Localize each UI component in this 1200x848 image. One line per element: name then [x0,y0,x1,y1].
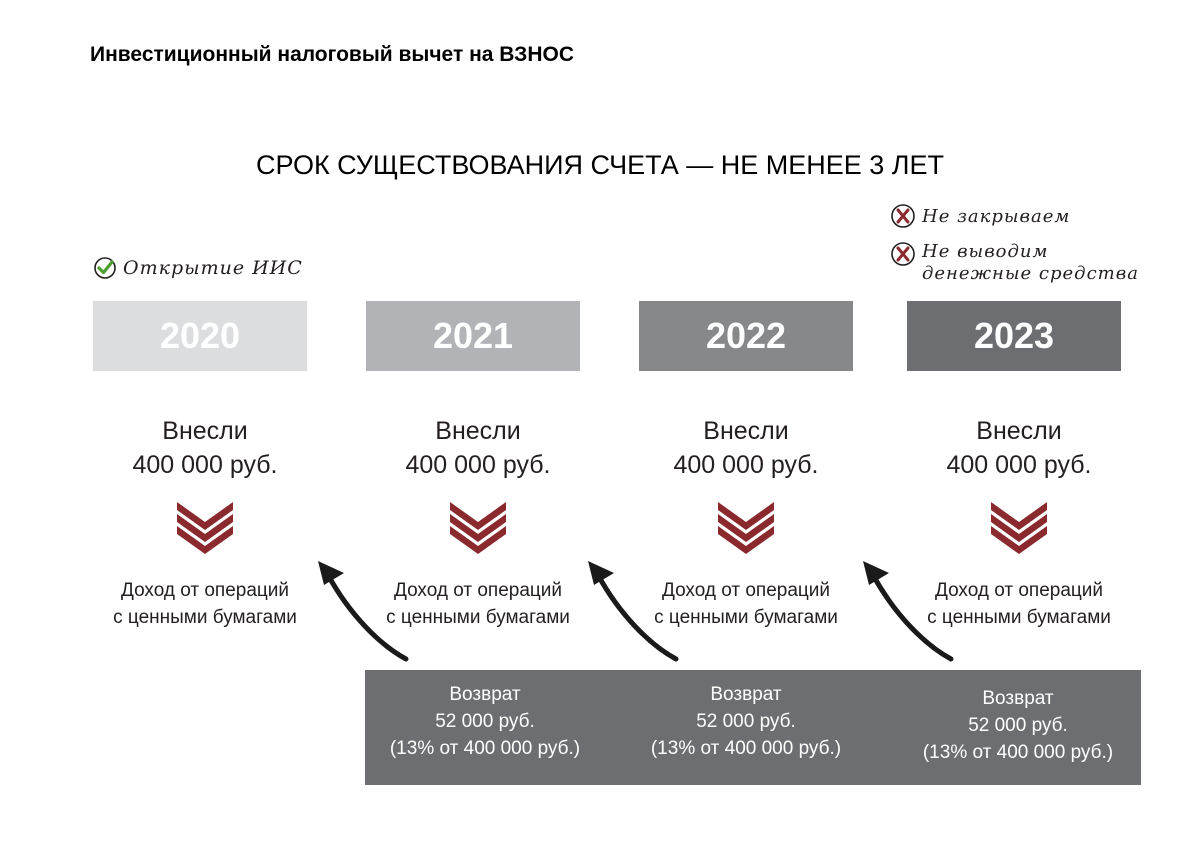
deposit-amount: 400 000 руб. [405,451,551,479]
deposit-amount: 400 000 руб. [673,451,819,479]
income-line2: с ценными бумагами [386,607,570,628]
note-not-close-label: Не закрываем [922,205,1071,227]
deposit-amount: 400 000 руб. [946,451,1092,479]
refund-formula: (13% от 400 000 руб.) [922,742,1114,763]
refund-amount: 52 000 руб. [968,715,1068,736]
account-term-heading: СРОК СУЩЕСТВОВАНИЯ СЧЕТА — НЕ МЕНЕЕ 3 ЛЕ… [256,150,944,180]
curved-arrow-icon [863,561,954,662]
deposit-amount: 400 000 руб. [132,451,278,479]
note-not-withdraw-line2: денежные средства [922,263,1139,284]
curved-arrow-icon [588,561,679,662]
check-icon [94,257,116,279]
deposit-2021: Внесли 400 000 руб. [348,414,608,482]
deposit-2022: Внесли 400 000 руб. [616,414,876,482]
note-not-withdraw: Не выводим денежные средства [890,241,1139,285]
refund-2022: Возврат 52 000 руб. (13% от 400 000 руб.… [616,681,876,762]
refund-amount: 52 000 руб. [696,711,796,732]
deposit-2020: Внесли 400 000 руб. [75,414,335,482]
chevron-down-icon [718,502,774,554]
note-open-iis: Открытие ИИС [93,256,303,280]
cross-icon [891,242,915,266]
refund-formula: (13% от 400 000 руб.) [650,738,842,759]
refund-label: Возврат [982,688,1054,709]
deposit-label: Внесли [703,417,789,445]
year-box-2023: 2023 [907,301,1121,371]
income-line1: Доход от операций [120,580,290,601]
deposit-label: Внесли [435,417,521,445]
year-box-2022: 2022 [639,301,853,371]
note-not-withdraw-line1: Не выводим [922,241,1049,262]
curved-arrow-icon [318,561,409,662]
note-not-close: Не закрываем [890,203,1070,229]
income-line1: Доход от операций [661,580,831,601]
refund-amount: 52 000 руб. [435,711,535,732]
income-line2: с ценными бумагами [654,607,838,628]
year-box-2020: 2020 [93,301,307,371]
income-line2: с ценными бумагами [113,607,297,628]
cross-icon [891,204,915,228]
income-line2: с ценными бумагами [927,607,1111,628]
income-line1: Доход от операций [393,580,563,601]
income-2021: Доход от операций с ценными бумагами [348,577,608,631]
deposit-label: Внесли [976,417,1062,445]
refund-2023: Возврат 52 000 руб. (13% от 400 000 руб.… [888,685,1148,766]
deposit-2023: Внесли 400 000 руб. [889,414,1149,482]
year-box-2021: 2021 [366,301,580,371]
income-2022: Доход от операций с ценными бумагами [616,577,876,631]
refund-formula: (13% от 400 000 руб.) [389,738,581,759]
refund-bar [365,670,1141,785]
deposit-label: Внесли [162,417,248,445]
refund-label: Возврат [710,684,782,705]
note-open-label: Открытие ИИС [123,257,303,279]
income-2020: Доход от операций с ценными бумагами [75,577,335,631]
chevron-down-icon [450,502,506,554]
refund-label: Возврат [449,684,521,705]
refund-2021: Возврат 52 000 руб. (13% от 400 000 руб.… [355,681,615,762]
page-title: Инвестиционный налоговый вычет на ВЗНОС [90,43,574,66]
income-line1: Доход от операций [934,580,1104,601]
chevron-down-icon [177,502,233,554]
chevron-down-icon [991,502,1047,554]
income-2023: Доход от операций с ценными бумагами [889,577,1149,631]
